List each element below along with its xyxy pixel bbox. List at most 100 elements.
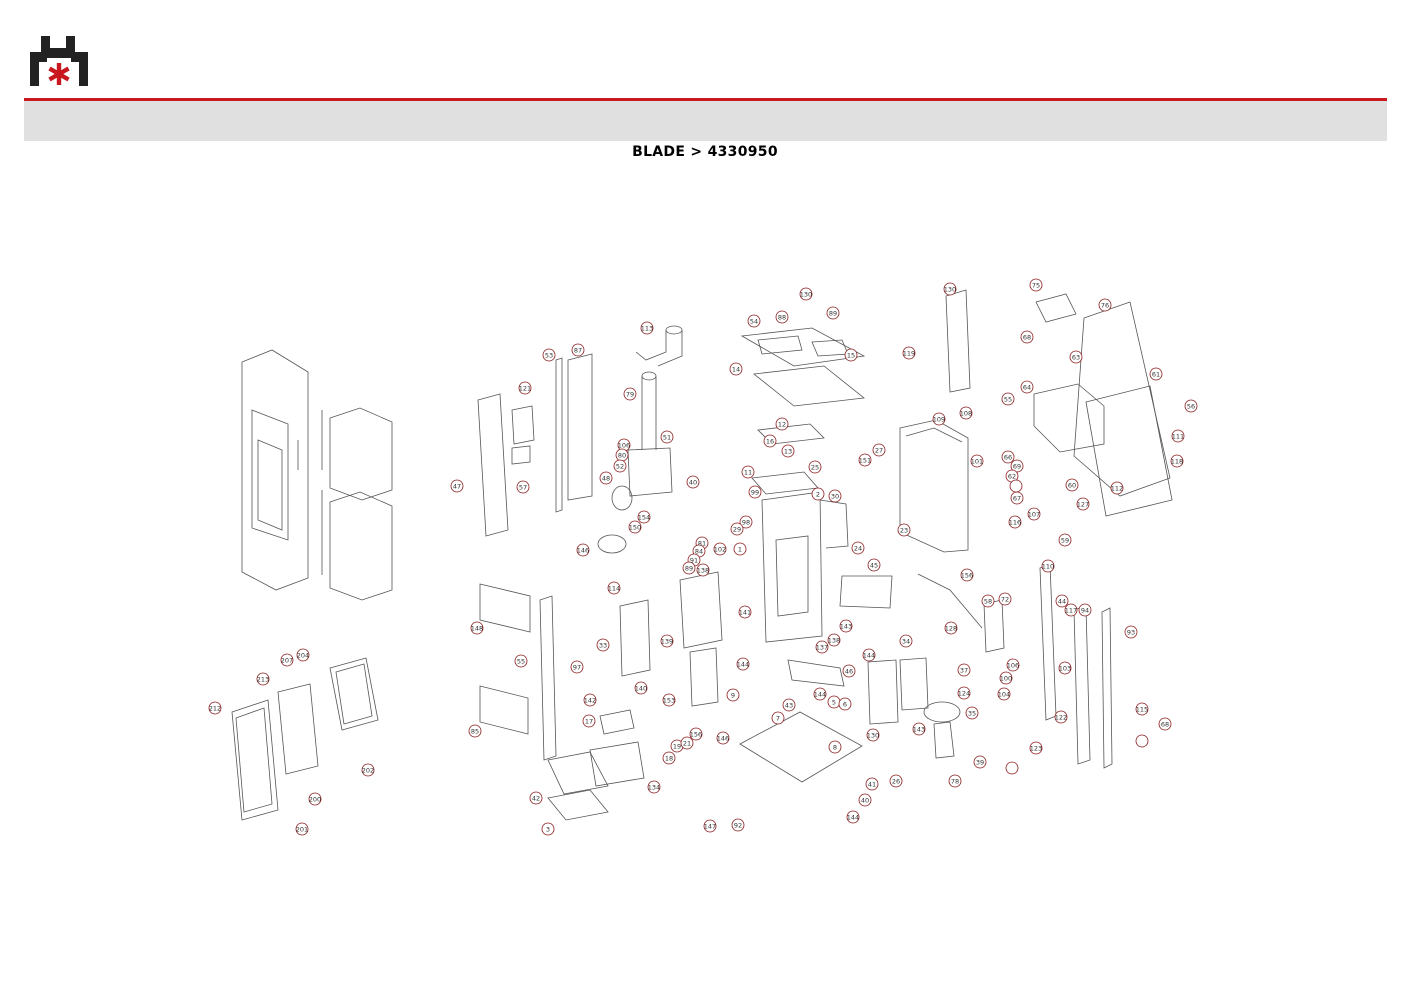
part-callout-label: 121 <box>519 384 531 392</box>
part-callout-label: 100 <box>1000 674 1012 682</box>
part-callout-label: 137 <box>816 643 828 651</box>
part-callout-label: 134 <box>648 783 660 791</box>
part-callout-label: 115 <box>1136 705 1148 713</box>
part-callout-label: 138 <box>697 566 709 574</box>
part-callout-label: 55 <box>1004 395 1012 403</box>
part-callout-label: 118 <box>1171 457 1183 465</box>
part-callout-label: 43 <box>785 701 793 709</box>
part-callout-label: 42 <box>532 794 540 802</box>
door-assembly <box>231 657 379 821</box>
part-callout-label: 68 <box>1161 720 1169 728</box>
part-callout-label: 89 <box>829 309 837 317</box>
part-callout-label: 81 <box>698 539 706 547</box>
part-callout-label: 55 <box>517 657 525 665</box>
part-callout-label: 11 <box>744 468 752 476</box>
part-callout-label: 33 <box>599 641 607 649</box>
header-red-rule <box>24 98 1387 101</box>
part-callout-label: 78 <box>951 777 959 785</box>
part-callout-label: 60 <box>1068 481 1076 489</box>
part-callout-label: 6 <box>843 700 847 708</box>
part-callout-label: 119 <box>903 349 915 357</box>
part-callout-label: 109 <box>933 415 945 423</box>
part-callout-label: 54 <box>750 317 758 325</box>
part-callout-label: 153 <box>663 696 675 704</box>
part-callout-label: 72 <box>1001 595 1009 603</box>
part-callout-label: 59 <box>1061 536 1069 544</box>
part-callout-label: 143 <box>913 725 925 733</box>
part-callout-label: 9 <box>731 691 735 699</box>
part-callout-label: 30 <box>831 492 839 500</box>
part-callout-label: 113 <box>641 324 653 332</box>
part-callout-label: 108 <box>960 409 972 417</box>
part-callout-label: 39 <box>976 758 984 766</box>
part-callout-label: 47 <box>453 482 461 490</box>
part-callout-label: 3 <box>546 825 550 833</box>
part-callout-label: 66 <box>1004 453 1012 461</box>
part-callout-label: 46 <box>845 667 853 675</box>
part-callout-label: 44 <box>1058 597 1066 605</box>
part-callout-label: 106 <box>618 441 630 449</box>
part-callout-label: 106 <box>1007 661 1019 669</box>
part-callout-label: 110 <box>1042 562 1054 570</box>
outer-side-panels <box>241 349 393 601</box>
part-callout-label: 5 <box>832 698 836 706</box>
part-callout-label: 124 <box>958 689 970 697</box>
part-callout-label: 98 <box>742 518 750 526</box>
part-callout-label: 40 <box>861 796 869 804</box>
flue-pipes <box>597 325 683 554</box>
part-callout-label: 117 <box>1065 606 1077 614</box>
part-callout-label: 143 <box>840 622 852 630</box>
heat-exchanger <box>1033 293 1173 517</box>
part-callout-label: 130 <box>867 731 879 739</box>
part-callout-label: 146 <box>577 546 589 554</box>
part-callout-label: 144 <box>737 660 749 668</box>
misc-parts <box>599 571 1005 735</box>
part-callout-label: 2 <box>816 490 820 498</box>
part-callout-label: 99 <box>751 488 759 496</box>
part-callout-label: 35 <box>968 709 976 717</box>
part-callout-label: 122 <box>1055 713 1067 721</box>
part-callout-label: 144 <box>814 690 826 698</box>
part-callout-label: 61 <box>1152 370 1160 378</box>
part-callout-label: 45 <box>870 561 878 569</box>
part-callout-label: 8 <box>833 743 837 751</box>
part-callout-label: 156 <box>961 571 973 579</box>
part-callout-label: 141 <box>739 608 751 616</box>
part-callout-label: 7 <box>776 714 780 722</box>
part-callout-label: 92 <box>734 821 742 829</box>
part-callout-label: 114 <box>608 584 620 592</box>
right-uprights <box>1039 563 1113 769</box>
part-callout-label: 75 <box>1032 281 1040 289</box>
part-callout-label: 201 <box>296 825 308 833</box>
part-callout-label: 156 <box>690 730 702 738</box>
part-callout-label: 64 <box>1023 383 1031 391</box>
part-callout-label: 62 <box>1008 472 1016 480</box>
part-callout-label: 207 <box>281 656 293 664</box>
part-callout-label: 52 <box>616 462 624 470</box>
part-callout-label: 111 <box>1172 432 1184 440</box>
part-callout-label: 79 <box>626 390 634 398</box>
part-callout-label: 204 <box>297 651 309 659</box>
part-callout-label: 48 <box>602 474 610 482</box>
part-callout-label: 29 <box>733 525 741 533</box>
part-callout-label: 57 <box>519 483 527 491</box>
part-callout-label: 80 <box>618 451 626 459</box>
part-callout-label: 15 <box>847 351 855 359</box>
page-title: BLADE > 4330950 <box>632 144 778 160</box>
part-callout-label: 14 <box>732 365 740 373</box>
part-callout-label: 130 <box>800 290 812 298</box>
part-callout-label: 23 <box>900 526 908 534</box>
part-callout-label: 212 <box>209 704 221 712</box>
part-callout-label: 58 <box>984 597 992 605</box>
part-callout-label: 144 <box>847 813 859 821</box>
part-callout-label: 202 <box>362 766 374 774</box>
part-callout-label: 34 <box>902 637 910 645</box>
part-callout-label: 37 <box>960 666 968 674</box>
part-callout-label: 21 <box>683 739 691 747</box>
part-callout-label: 67 <box>1013 494 1021 502</box>
part-callout-label: 97 <box>573 663 581 671</box>
part-callout-label: 12 <box>778 420 786 428</box>
part-callout-label: 128 <box>945 624 957 632</box>
part-callout-label: 26 <box>892 777 900 785</box>
